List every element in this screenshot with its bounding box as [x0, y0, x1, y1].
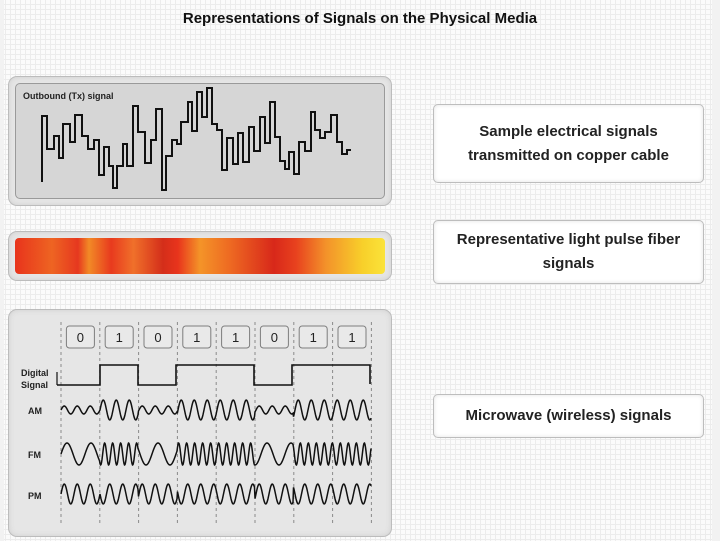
bit-box	[298, 325, 328, 349]
bit-box	[337, 325, 367, 349]
fm-waveform	[60, 442, 372, 466]
outbound-signal-label: Outbound (Tx) signal	[23, 91, 114, 101]
light-pulse-bar	[15, 238, 385, 274]
bit-value: 0	[77, 330, 84, 345]
bit-box	[259, 325, 289, 349]
digital-signal-line	[57, 364, 371, 386]
am-waveform	[60, 399, 372, 421]
callout-line: Microwave (wireless) signals	[465, 407, 672, 424]
wireless-signal-panel: 0 1 0 1 1 0 1 1 Digital Signal AM FM PM	[8, 309, 392, 537]
pm-label: PM	[28, 491, 42, 501]
bit-guide-lines	[60, 322, 372, 525]
fiber-signal-callout: Representative light pulse fiber signals	[433, 220, 704, 284]
bit-box	[65, 325, 95, 349]
bit-box	[221, 325, 251, 349]
callout-line: transmitted on copper cable	[468, 146, 669, 164]
bit-value: 1	[310, 330, 317, 345]
bit-box	[104, 325, 134, 349]
wireless-signal-callout: Microwave (wireless) signals	[433, 394, 704, 438]
bit-value: 1	[116, 330, 123, 345]
electrical-signal-panel: Outbound (Tx) signal	[8, 76, 392, 206]
pm-waveform	[60, 483, 372, 505]
bit-value: 1	[348, 330, 355, 345]
digital-signal-label: Digital	[21, 368, 49, 378]
electrical-waveform	[41, 87, 351, 191]
bit-value: 1	[232, 330, 239, 345]
callout-line: Sample electrical signals	[479, 122, 658, 140]
am-label: AM	[28, 406, 42, 416]
background-stripe	[712, 0, 720, 541]
bit-box	[182, 325, 212, 349]
callout-line: Representative light pulse fiber	[456, 231, 681, 248]
bit-box	[143, 325, 173, 349]
page-title: Representations of Signals on the Physic…	[182, 10, 538, 27]
background-stripe	[0, 0, 4, 541]
bit-value: 1	[193, 330, 200, 345]
light-pulse-panel	[8, 231, 392, 281]
electrical-signal-display: Outbound (Tx) signal	[15, 83, 385, 199]
copper-signal-callout: Sample electrical signals transmitted on…	[433, 104, 704, 183]
bit-value: 0	[154, 330, 161, 345]
electrical-signal-graph	[41, 87, 351, 191]
callout-line: signals	[542, 255, 595, 272]
fm-label: FM	[28, 450, 41, 460]
bit-value: 0	[271, 330, 278, 345]
digital-signal-label: Signal	[21, 380, 48, 390]
modulation-diagram: 0 1 0 1 1 0 1 1 Digital Signal AM FM PM	[21, 322, 372, 525]
